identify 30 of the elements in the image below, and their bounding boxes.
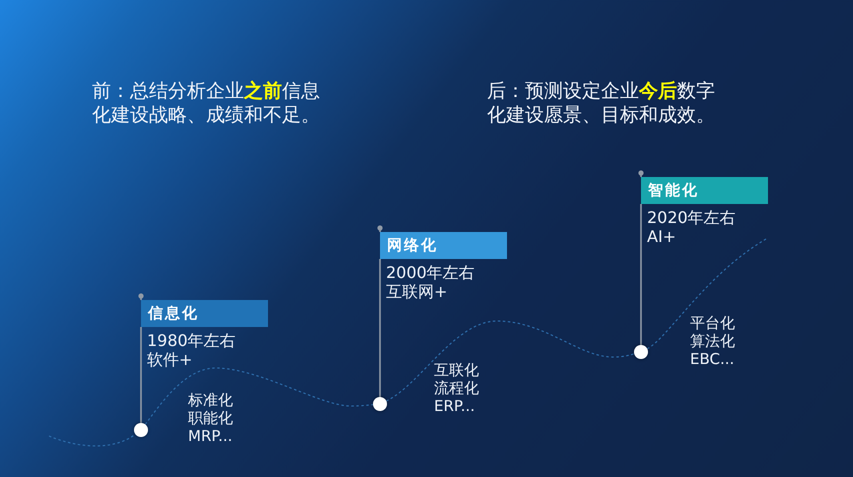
era-text: 2000年左右: [386, 263, 475, 282]
note-text: 前：总结分析企业之前信息化建设战略、成绩和不足。: [92, 79, 321, 127]
dashed-curve: [48, 434, 136, 446]
era-text: AI+: [647, 227, 676, 246]
milestone-dot: [134, 423, 148, 437]
stage-banner: 智能化: [641, 177, 768, 204]
feature-text: 互联化: [434, 361, 479, 379]
dashed-curve: [144, 367, 374, 425]
feature-text: 流程化: [434, 379, 479, 397]
flagpole-line: [640, 204, 642, 345]
stage-banner: 网络化: [380, 232, 507, 259]
milestone-dot: [634, 345, 648, 359]
feature-text: 标准化: [188, 391, 233, 409]
milestone-dot: [373, 397, 387, 411]
feature-text: 职能化: [188, 409, 233, 427]
note-text: 后：预测设定企业今后数字化建设愿景、目标和成效。: [487, 79, 716, 127]
era-text: 1980年左右: [147, 331, 236, 350]
era-text: 软件+: [147, 350, 192, 369]
stage-banner: 信息化: [141, 300, 268, 327]
feature-text: EBC...: [690, 350, 734, 368]
feature-text: MRP...: [188, 427, 232, 445]
era-text: 2020年左右: [647, 208, 736, 227]
flagpole-line: [379, 259, 381, 397]
feature-text: 平台化: [690, 314, 735, 332]
feature-text: 算法化: [690, 332, 735, 350]
era-text: 互联网+: [386, 282, 448, 301]
feature-text: ERP...: [434, 397, 475, 415]
dashed-curve: [646, 238, 766, 350]
flagpole-line: [140, 327, 142, 423]
dashed-curve: [386, 320, 634, 402]
